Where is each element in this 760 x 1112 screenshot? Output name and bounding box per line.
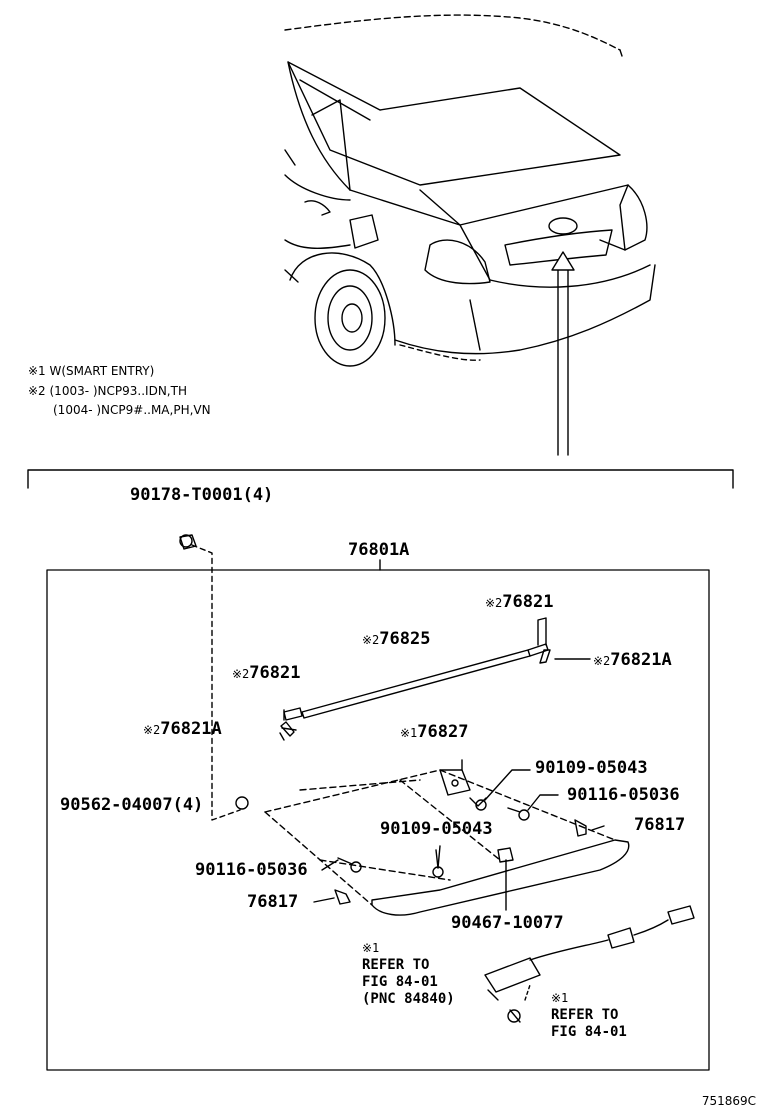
note-line-3: (1004- )NCP9#..MA,PH,VN <box>53 403 211 417</box>
ref-note-1: ※1 REFER TO FIG 84-01 (PNC 84840) <box>362 940 455 1008</box>
label-90467: 90467-10077 <box>451 913 564 933</box>
text-76827: 76827 <box>417 722 469 742</box>
garnish-lip <box>371 839 630 916</box>
text-76825: 76825 <box>379 629 431 649</box>
molding-76825 <box>279 617 591 741</box>
ref2-line1: REFER TO <box>551 1007 619 1023</box>
mark-76821A-left: ※2 <box>143 723 161 737</box>
note-line-2: ※2 (1003- )NCP93..IDN,TH <box>28 384 187 398</box>
mark-76821-left: ※2 <box>232 667 250 681</box>
text-76821-top: 76821 <box>502 592 554 612</box>
label-76801A: 76801A <box>348 540 410 560</box>
nut-76817-left <box>313 889 351 905</box>
label-76821-top: ※276821 <box>485 593 553 612</box>
switch-harness <box>484 905 695 1023</box>
text-76821A-right: 76821A <box>610 650 672 670</box>
label-76827: ※176827 <box>400 723 468 742</box>
ref1-line1: REFER TO <box>362 957 430 973</box>
ref1-line2: FIG 84-01 <box>362 974 438 990</box>
ref1-mark: ※1 <box>362 941 380 955</box>
mark-76827: ※1 <box>400 726 418 740</box>
bracket-76827 <box>439 759 471 796</box>
label-90116-b: 90116-05036 <box>195 860 308 880</box>
car-rear-illustration <box>284 14 656 456</box>
screw-90109-b <box>432 845 444 878</box>
screw-90116-a <box>507 794 559 821</box>
text-76821-left: 76821 <box>249 663 301 683</box>
label-76817-right: 76817 <box>634 815 686 835</box>
ref-note-2: ※1 REFER TO FIG 84-01 <box>551 990 627 1041</box>
ref2-mark: ※1 <box>551 991 569 1005</box>
note-line-1: ※1 W(SMART ENTRY) <box>28 364 155 378</box>
text-76821A-left: 76821A <box>160 719 222 739</box>
clip-90562 <box>235 796 249 810</box>
label-76821A-right: ※276821A <box>593 651 672 670</box>
label-76821-left: ※276821 <box>232 664 300 683</box>
figure-id: 751869C <box>701 1094 756 1108</box>
mark-76821A-right: ※2 <box>593 654 611 668</box>
nut-76817-right <box>574 819 605 837</box>
label-90178: 90178-T0001(4) <box>130 485 274 505</box>
mark-76825: ※2 <box>362 633 380 647</box>
label-76825: ※276825 <box>362 630 430 649</box>
fastener-90178 <box>179 534 241 821</box>
ref2-line2: FIG 84-01 <box>551 1024 627 1040</box>
screw-90116-b <box>321 857 362 873</box>
label-76821A-left: ※276821A <box>143 720 222 739</box>
label-76817-left: 76817 <box>247 892 299 912</box>
label-90116-a: 90116-05036 <box>567 785 680 805</box>
assembly-box <box>46 569 710 1071</box>
garnish-panel <box>264 769 616 906</box>
ref1-line3: (PNC 84840) <box>362 991 455 1007</box>
label-90109-b: 90109-05043 <box>380 819 493 839</box>
label-90109-a: 90109-05043 <box>535 758 648 778</box>
clip-90467 <box>497 847 514 911</box>
mark-76821-top: ※2 <box>485 596 503 610</box>
group-bracket <box>27 469 734 489</box>
screw-90109-a <box>469 769 531 811</box>
label-90562: 90562-04007(4) <box>60 795 204 815</box>
